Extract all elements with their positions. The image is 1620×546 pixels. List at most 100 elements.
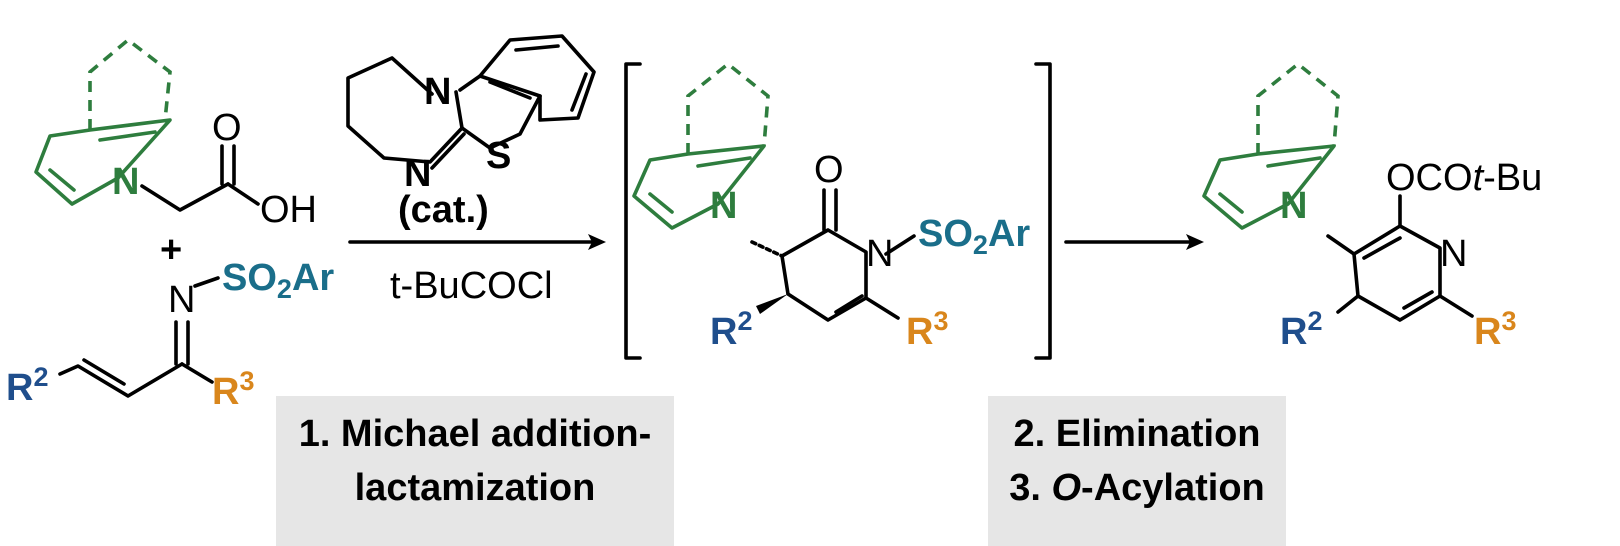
r3-sup: 3 bbox=[239, 366, 254, 396]
reactant-imine: N SO2Ar R2 R3 bbox=[6, 257, 334, 413]
atom-n-lactam: N bbox=[866, 233, 893, 275]
bracket-left bbox=[624, 62, 642, 360]
so2ar-tail: Ar bbox=[292, 257, 334, 299]
r3-sup: 3 bbox=[1501, 306, 1516, 336]
pyrrole-ring bbox=[34, 118, 172, 206]
amidine-double-bond bbox=[430, 132, 466, 170]
so2ar-group: SO2Ar bbox=[918, 213, 1030, 260]
atom-s: S bbox=[486, 135, 511, 177]
pyrrole-double-bond bbox=[1266, 156, 1322, 168]
bond-c-r3 bbox=[180, 362, 214, 384]
tetrahydropyrimidine-ring bbox=[346, 56, 464, 164]
atom-n-pyridine: N bbox=[1440, 233, 1467, 275]
step2-label: 2. Elimination bbox=[1013, 413, 1260, 455]
step-box-1: 1. Michael addition- lactamization bbox=[276, 396, 674, 546]
so2ar-tail: Ar bbox=[988, 213, 1030, 255]
bond-c-r3 bbox=[1438, 294, 1474, 318]
pyrrole-double-bond bbox=[1218, 192, 1244, 214]
r2-sup: 2 bbox=[737, 306, 752, 336]
atom-n: N bbox=[168, 279, 195, 321]
step-box-2-bg bbox=[988, 396, 1286, 546]
benzene-double-bond bbox=[570, 72, 588, 112]
bond-c-vinyl bbox=[58, 362, 184, 398]
step-box-2: 2. Elimination 3. O-Acylation bbox=[988, 396, 1286, 546]
so2ar-group: SO2Ar bbox=[222, 257, 334, 304]
so2ar-main: SO bbox=[222, 257, 277, 299]
atom-o: O bbox=[814, 149, 844, 191]
atom-n: N bbox=[112, 161, 139, 203]
ester-main: OCO bbox=[1386, 157, 1473, 199]
r3-main: R bbox=[1474, 311, 1501, 353]
pyrrole-double-bond bbox=[648, 192, 674, 214]
atom-n-pyrrole: N bbox=[1280, 185, 1307, 227]
product: N N OCOt-Bu R2 R3 bbox=[1202, 61, 1542, 353]
r3-sup: 3 bbox=[933, 306, 948, 336]
r3-label: R3 bbox=[212, 366, 254, 413]
imine-double-bond bbox=[174, 320, 190, 366]
r3-main: R bbox=[212, 371, 239, 413]
pyrrole-double-bond bbox=[48, 168, 76, 192]
arrow-head-1 bbox=[588, 234, 606, 250]
catalyst: N N S (cat.) bbox=[346, 34, 596, 231]
reagent-label: t-BuCOCl bbox=[390, 265, 553, 307]
bracket-right bbox=[1034, 62, 1052, 360]
r2-main: R bbox=[710, 311, 737, 353]
reagent-text: t-BuCOCl bbox=[390, 265, 553, 307]
atom-n-bottom: N bbox=[404, 153, 431, 195]
ester-group: OCOt-Bu bbox=[1386, 157, 1542, 199]
r2-main: R bbox=[1280, 311, 1307, 353]
r2-sup: 2 bbox=[1307, 306, 1322, 336]
bond-c-r3 bbox=[864, 296, 900, 320]
r3-main: R bbox=[906, 311, 933, 353]
so2ar-main: SO bbox=[918, 213, 973, 255]
reactant-acid: N O OH bbox=[34, 37, 317, 231]
so2ar-sub: 2 bbox=[277, 274, 292, 304]
pyrrole-double-bond bbox=[696, 156, 752, 168]
carbonyl-double-bond bbox=[220, 144, 236, 186]
r2-label: R2 bbox=[6, 362, 48, 409]
r2-sup: 2 bbox=[33, 362, 48, 392]
ring-double-bond bbox=[834, 294, 864, 314]
pyrrole-ring bbox=[1202, 144, 1336, 230]
fused-ring-dashed bbox=[1256, 61, 1340, 154]
bond-n-ch2 bbox=[140, 182, 230, 212]
plus-sign: + bbox=[160, 229, 182, 271]
benzene-double-bond bbox=[488, 80, 532, 100]
step1-line2: lactamization bbox=[355, 467, 596, 509]
pyridine-double-bond bbox=[1362, 236, 1402, 260]
atom-o: O bbox=[212, 107, 242, 149]
step3-label: 3. O-Acylation bbox=[1009, 467, 1265, 509]
pyridine-double-bond bbox=[1402, 290, 1434, 310]
step3-rest: -Acylation bbox=[1081, 467, 1265, 509]
atom-n-top: N bbox=[424, 71, 451, 113]
atom-oh: OH bbox=[260, 189, 317, 231]
vinyl-double-bond bbox=[82, 358, 126, 386]
atom-n-pyrrole: N bbox=[710, 185, 737, 227]
r3-label: R3 bbox=[906, 306, 948, 353]
bond-c-oh bbox=[226, 182, 260, 206]
lactam-ring bbox=[780, 228, 868, 322]
fused-ring-dashed bbox=[686, 61, 770, 154]
bond-n-s bbox=[193, 276, 220, 288]
step3-prefix: 3. bbox=[1009, 467, 1051, 509]
stereo-hashed-bond bbox=[750, 240, 784, 258]
r3-label: R3 bbox=[1474, 306, 1516, 353]
intermediate: N O N SO2Ar R2 R3 bbox=[632, 61, 1030, 353]
bond-n-s bbox=[884, 234, 916, 256]
step3-italic: O bbox=[1051, 467, 1081, 509]
step-box-1-bg bbox=[276, 396, 674, 546]
bond-c-n bbox=[454, 90, 464, 130]
r2-label: R2 bbox=[710, 306, 752, 353]
benzene-ring bbox=[478, 34, 596, 122]
thiazole-ring bbox=[458, 74, 542, 150]
catalyst-label: (cat.) bbox=[398, 189, 489, 231]
step1-line1: 1. Michael addition- bbox=[299, 413, 652, 455]
so2ar-sub: 2 bbox=[973, 230, 988, 260]
stereo-wedge-bond bbox=[756, 294, 788, 314]
carbonyl-double-bond bbox=[822, 188, 838, 232]
r2-label: R2 bbox=[1280, 306, 1322, 353]
benzene-double-bond bbox=[514, 44, 560, 52]
pyrrole-ring bbox=[632, 144, 766, 230]
ester-tail: -Bu bbox=[1483, 157, 1542, 199]
